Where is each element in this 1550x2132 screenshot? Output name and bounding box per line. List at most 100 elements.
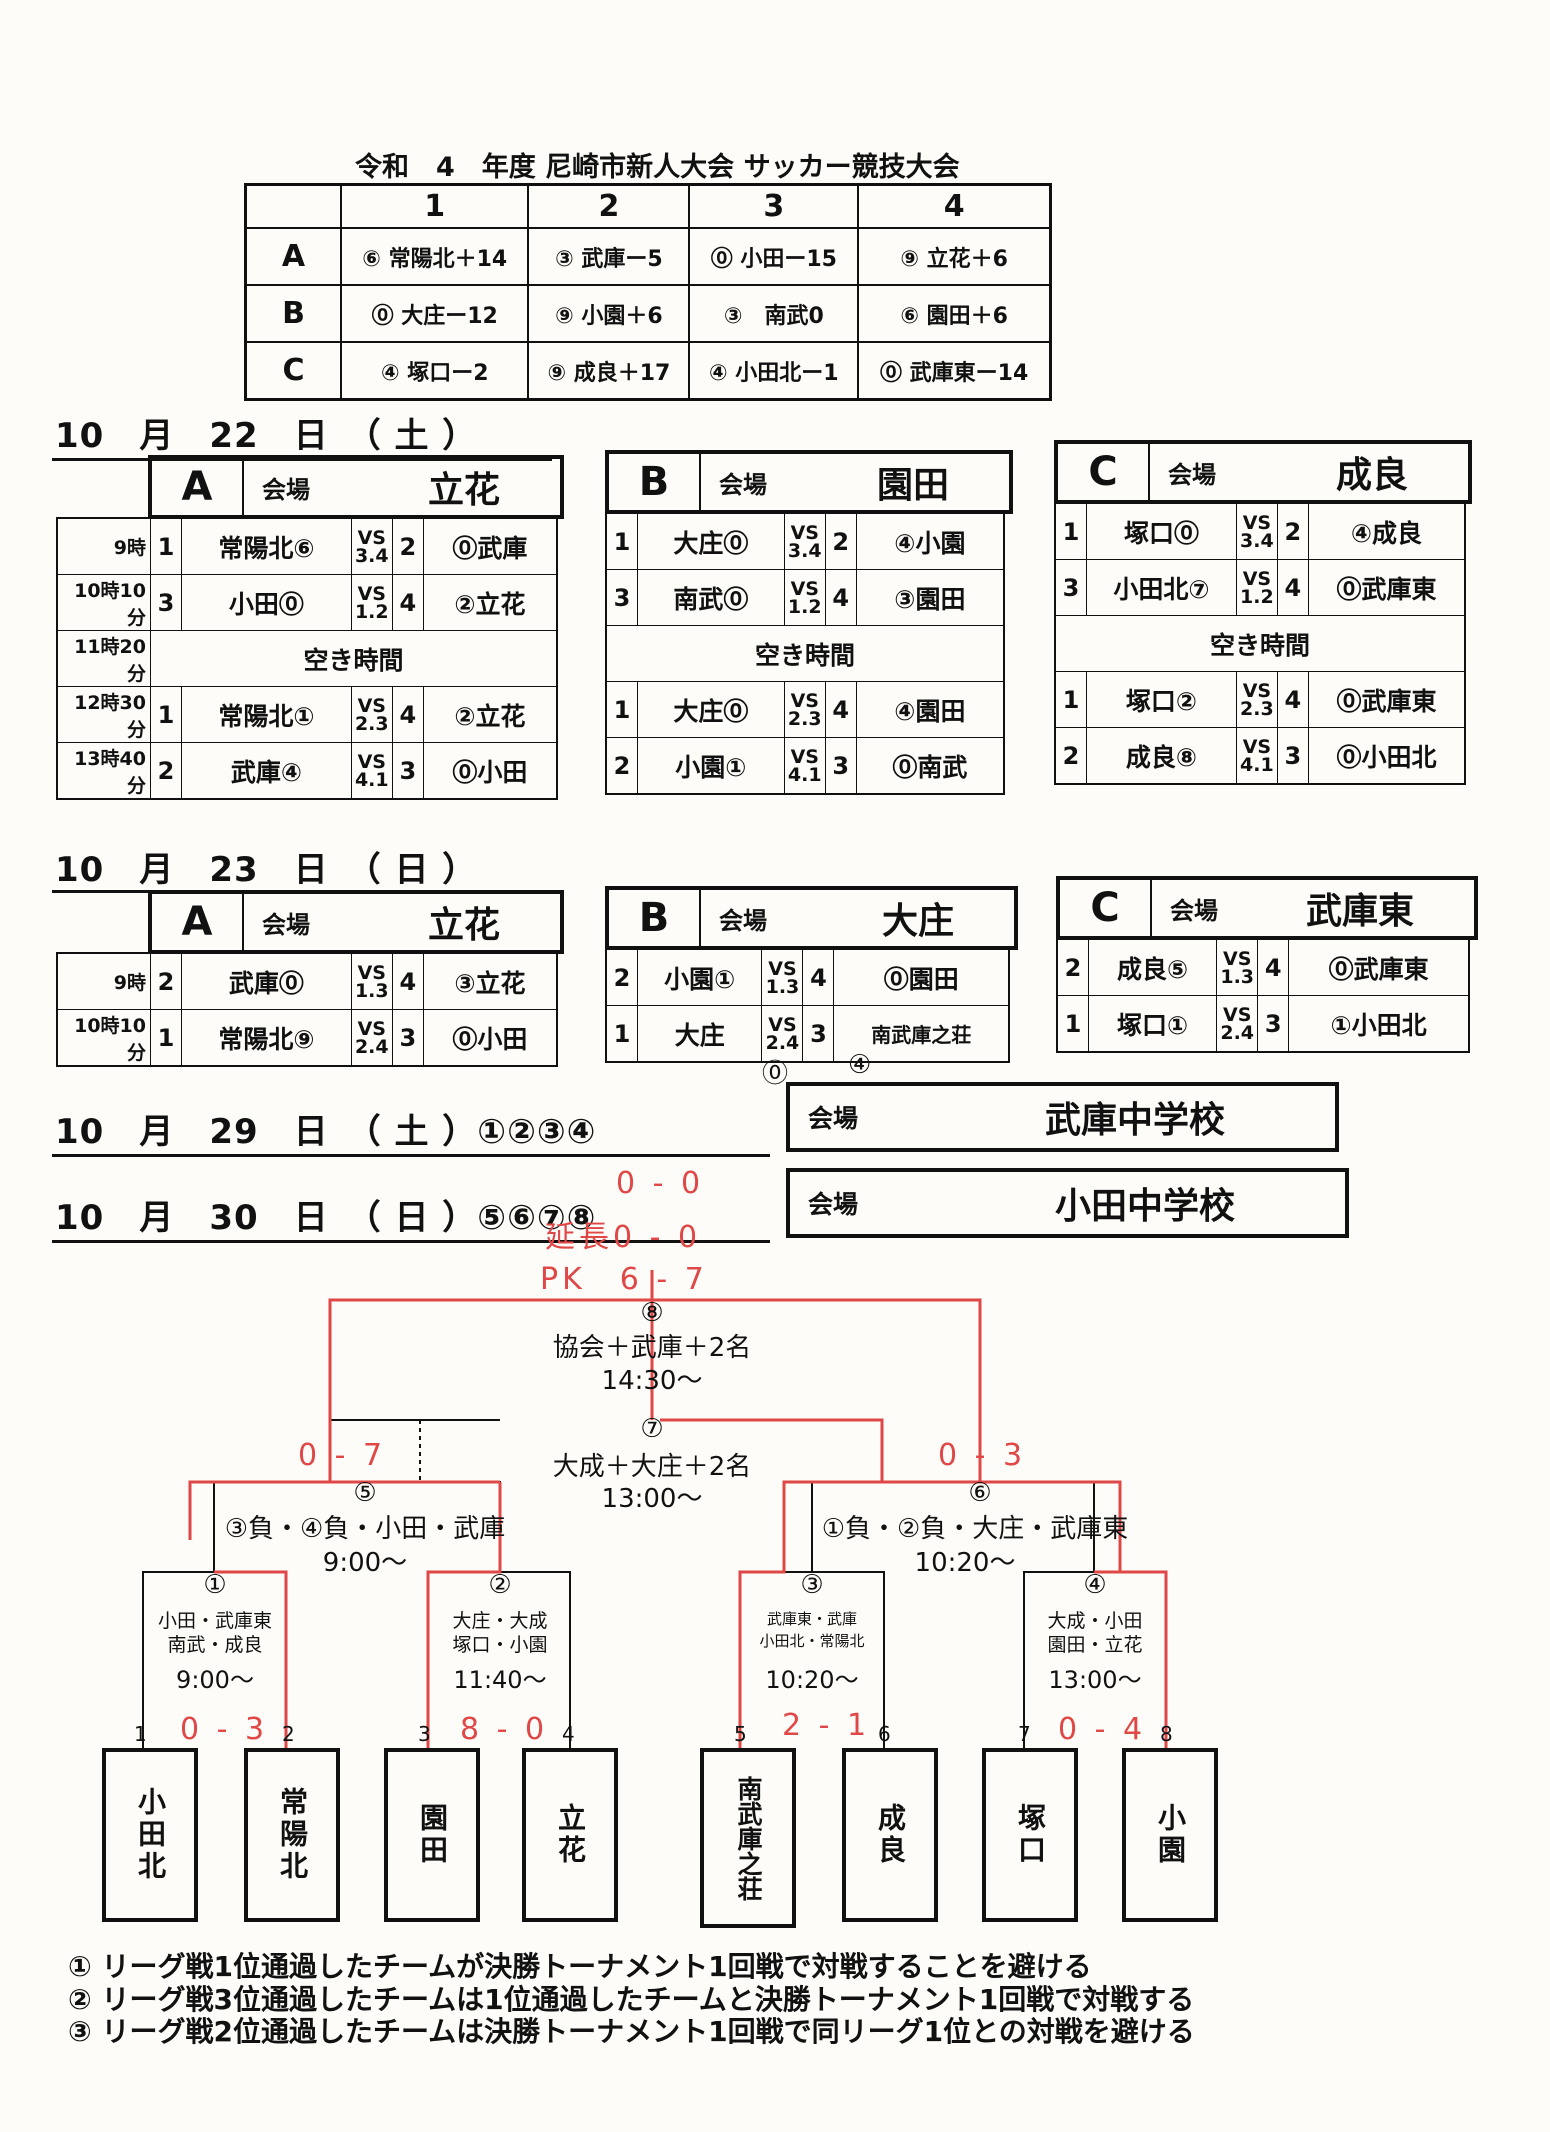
vs-label: VS bbox=[357, 526, 386, 549]
venue-name: 成良 bbox=[1335, 455, 1408, 496]
league-summary-table: 1 2 3 4 A ⑥ 常陽北＋14 ③ 武庫ー5 ⓪ 小田ー15 ⑨ 立花＋6… bbox=[244, 183, 1052, 401]
note-3: ③ リーグ戦2位通過したチームは決勝トーナメント1回戦で同リーグ1位との対戦を避… bbox=[68, 2015, 1195, 2048]
vs-label: VS bbox=[790, 689, 819, 712]
vs-seeds: 1.2 bbox=[1240, 585, 1274, 608]
seed: 4 bbox=[391, 952, 424, 1010]
team: 常陽北⑥ bbox=[181, 517, 352, 575]
vs-seeds: 1.3 bbox=[765, 975, 800, 998]
team: ④園田 bbox=[855, 681, 1005, 738]
venue-label: 会場 bbox=[262, 475, 310, 504]
seed: 1 bbox=[150, 686, 182, 743]
team-box: 立花 bbox=[522, 1748, 618, 1922]
summary-cell: ⓪ 武庫東ー14 bbox=[857, 341, 1052, 401]
vs-seeds: 1.3 bbox=[354, 979, 389, 1002]
day1-date: 10 月 22 日 （ 土 ） bbox=[55, 416, 478, 456]
match-time: 9:00〜 bbox=[176, 1666, 254, 1694]
time: 10時10分 bbox=[56, 574, 151, 631]
match-desc: 塚口・小園 bbox=[452, 1634, 548, 1656]
team: ⓪武庫 bbox=[422, 517, 558, 575]
match-desc: 武庫東・武庫 bbox=[766, 1610, 857, 1628]
match-number: ⑤ bbox=[353, 1478, 377, 1508]
match-number: ④ bbox=[1083, 1570, 1107, 1600]
team: 武庫⓪ bbox=[181, 952, 352, 1010]
venue-name: 小田中学校 bbox=[1054, 1186, 1235, 1227]
seed: 4 bbox=[1257, 938, 1290, 996]
vs-seeds: 4.1 bbox=[787, 763, 822, 786]
page-title: 令和 4 年度 尼崎市新人大会 サッカー競技大会 bbox=[355, 152, 960, 183]
vs-label: VS bbox=[357, 694, 386, 717]
divider bbox=[52, 1154, 770, 1157]
venue-label: 会場 bbox=[1168, 460, 1216, 489]
team: 成良⑧ bbox=[1086, 727, 1237, 785]
team: ⓪南武 bbox=[855, 737, 1005, 795]
summary-cell: ⓪ 大庄ー12 bbox=[339, 284, 530, 344]
slot-number: 7 bbox=[1018, 1722, 1031, 1746]
seed: 2 bbox=[824, 512, 857, 570]
match-time: 14:30〜 bbox=[601, 1366, 703, 1396]
match-desc: ①負・②負・大庄・武庫東 bbox=[821, 1514, 1129, 1544]
col-header: 4 bbox=[857, 183, 1052, 230]
vs-label: VS bbox=[357, 961, 386, 984]
vs-seeds: 2.3 bbox=[1240, 697, 1274, 720]
team: 大庄⓪ bbox=[637, 512, 785, 570]
note-2: ② リーグ戦3位通過したチームは1位通過したチームと決勝トーナメント1回戦で対戦… bbox=[68, 1983, 1195, 2016]
vs-seeds: 4.1 bbox=[354, 768, 389, 791]
break-label: 空き時間 bbox=[1054, 615, 1466, 672]
summary-cell: ③ 南武0 bbox=[688, 284, 860, 344]
match-time: 10:20〜 bbox=[765, 1666, 859, 1694]
col-header: 1 bbox=[339, 183, 530, 230]
day3-date: 10 月 29 日 （ 土 ）①②③④ bbox=[55, 1112, 597, 1152]
team: 成良⑤ bbox=[1087, 938, 1218, 996]
team-box: 成良 bbox=[842, 1748, 938, 1922]
seed: 1 bbox=[150, 1009, 182, 1067]
team: ④小園 bbox=[855, 512, 1005, 570]
team: ⓪園田 bbox=[833, 948, 1010, 1006]
match-desc: 大成＋大庄＋2名 bbox=[552, 1452, 752, 1482]
seed: 2 bbox=[605, 948, 638, 1006]
match-time: 10:20〜 bbox=[914, 1548, 1016, 1578]
match-score: 2 - 1 bbox=[782, 1708, 871, 1743]
match-score: 0 - 3 bbox=[938, 1438, 1027, 1473]
vs-seeds: 1.2 bbox=[354, 600, 389, 623]
match-number: ⑦ bbox=[640, 1414, 664, 1444]
vs-seeds: 2.4 bbox=[1220, 1021, 1255, 1044]
match-time: 11:40〜 bbox=[453, 1666, 547, 1694]
vs-label: VS bbox=[357, 750, 386, 773]
block-letter: C bbox=[1058, 444, 1150, 500]
seed: 4 bbox=[824, 569, 857, 626]
seed: 1 bbox=[1054, 671, 1087, 728]
match-desc: 小田北・常陽北 bbox=[759, 1632, 865, 1650]
match-score: 0 - 7 bbox=[298, 1438, 387, 1473]
time: 9時 bbox=[56, 517, 151, 575]
vs-label: VS bbox=[1242, 735, 1272, 758]
seed: 4 bbox=[391, 574, 424, 631]
team-box: 園田 bbox=[384, 1748, 480, 1922]
col-header: 2 bbox=[527, 183, 691, 230]
team: 常陽北① bbox=[181, 686, 352, 743]
final-score: 0 - 0 bbox=[616, 1166, 705, 1201]
match-score: 0 - 4 bbox=[1058, 1712, 1147, 1747]
day3-venue-box: 会場 武庫中学校 bbox=[786, 1082, 1339, 1152]
match-number: ③ bbox=[800, 1570, 824, 1600]
team-box: 常陽北 bbox=[244, 1748, 340, 1922]
divider bbox=[52, 458, 552, 461]
vs-seeds: 2.3 bbox=[354, 712, 389, 735]
vs-seeds: 3.4 bbox=[1240, 529, 1274, 552]
team: ⓪小田北 bbox=[1307, 727, 1466, 785]
block-letter: C bbox=[1060, 880, 1152, 936]
match-desc: 園田・立花 bbox=[1047, 1634, 1143, 1656]
team: ③園田 bbox=[855, 569, 1005, 626]
team: ⓪武庫東 bbox=[1307, 671, 1466, 728]
match-desc: ③負・④負・小田・武庫 bbox=[224, 1514, 506, 1544]
b-extra-seed: ④ bbox=[848, 1050, 872, 1080]
summary-cell: ④ 小田北ー1 bbox=[688, 341, 860, 401]
vs-seeds: 3.4 bbox=[354, 544, 389, 567]
venue-label: 会場 bbox=[808, 1104, 859, 1133]
time: 12時30分 bbox=[56, 686, 151, 743]
slot-number: 5 bbox=[734, 1722, 747, 1746]
match-number: ① bbox=[203, 1570, 227, 1600]
venue-label: 会場 bbox=[719, 906, 767, 935]
